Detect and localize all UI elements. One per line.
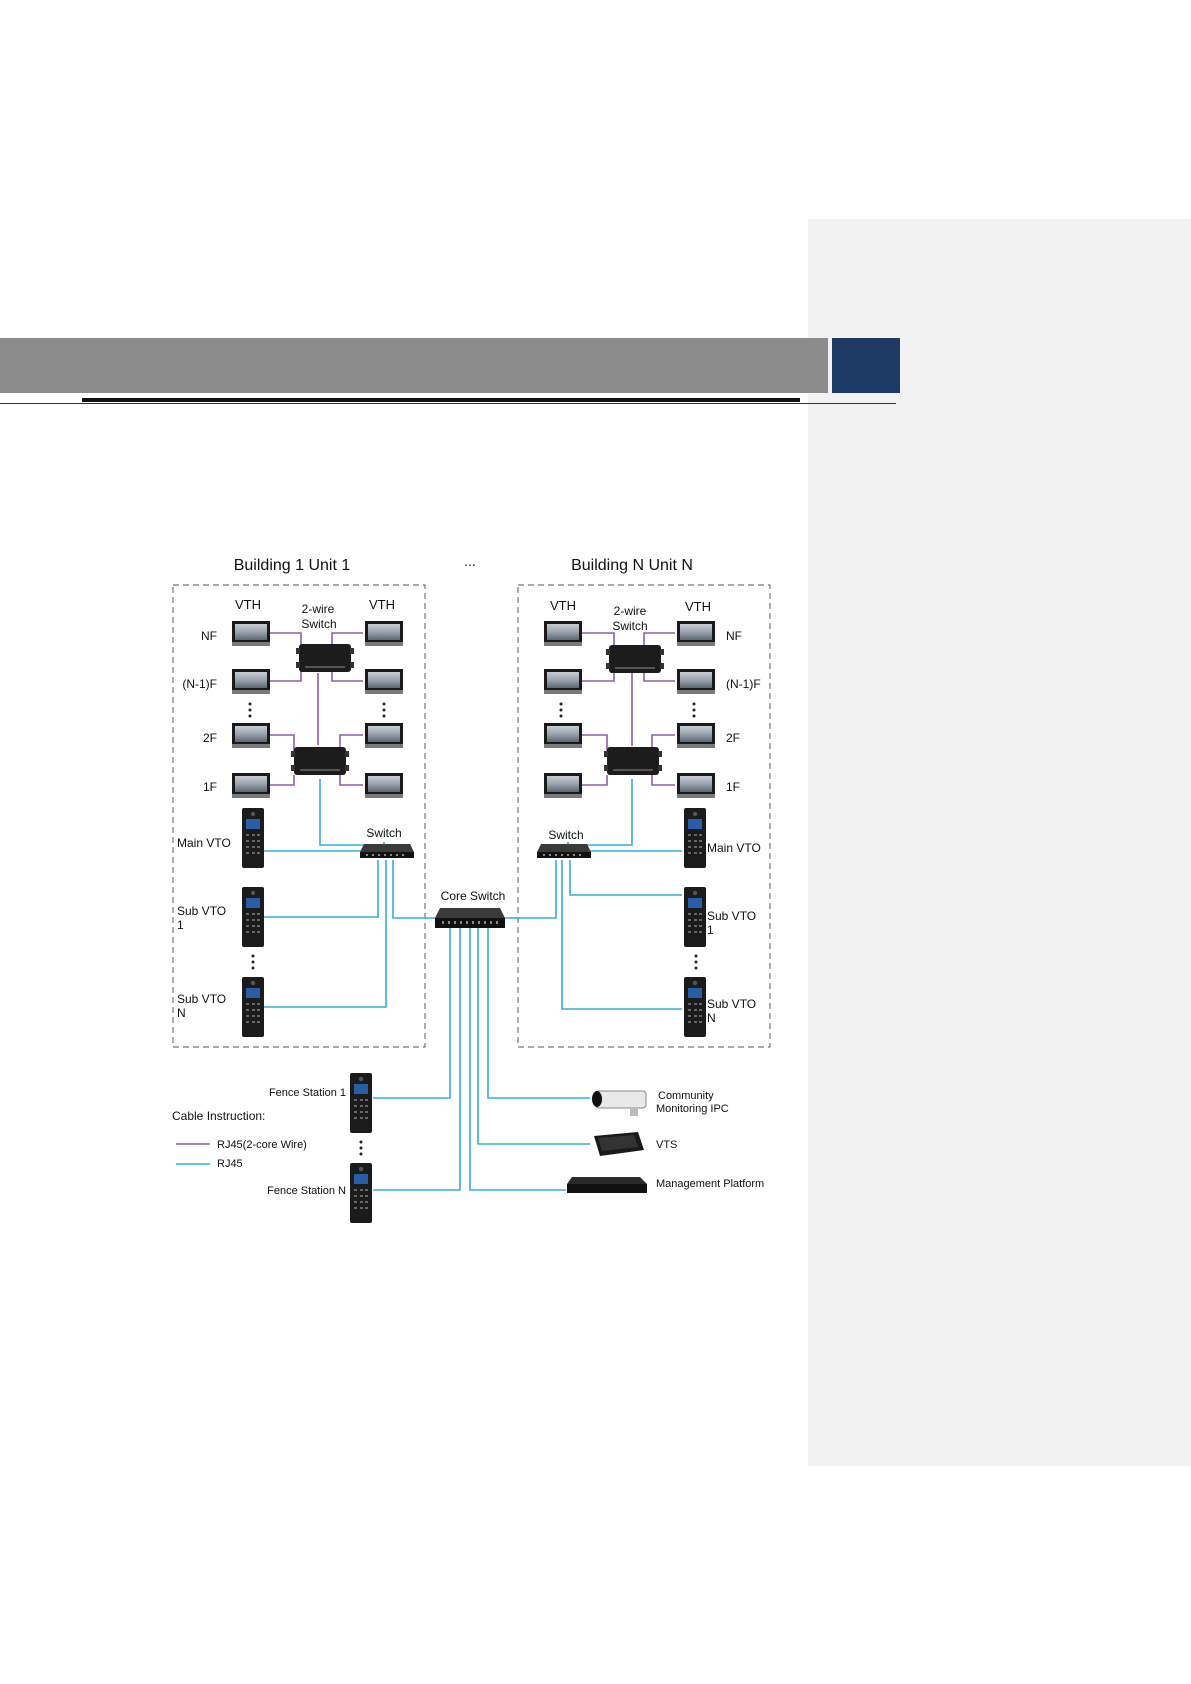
two-core-wiring — [270, 632, 675, 786]
vth-b1-2f-right — [365, 723, 403, 748]
sub-vto-n-label-b1-line2: N — [177, 1006, 186, 1020]
main-vto-label-b1: Main VTO — [177, 836, 231, 850]
fence-station-1 — [350, 1073, 372, 1133]
building-n-frame — [517, 584, 771, 1048]
sub-vto-1-label-bn-line2: 1 — [707, 923, 714, 937]
vth-b1-n1f-left — [232, 669, 270, 694]
legend-label-two-core: RJ45(2-core Wire) — [217, 1139, 307, 1151]
two-wire-switch-bn-top — [606, 645, 664, 673]
floor-label-b1-nf: NF — [201, 629, 217, 643]
vth-bn-2f-left — [544, 723, 582, 748]
ipc-label-line1: Community — [658, 1090, 714, 1102]
vth-b1-nf-right — [365, 621, 403, 646]
two-wire-switch-b1-top — [296, 644, 354, 672]
side-panel — [808, 219, 1191, 1466]
floor-label-bn-2f: 2F — [726, 731, 740, 745]
fence-station-n-label: Fence Station N — [267, 1185, 346, 1197]
header-rule-thick — [82, 398, 800, 402]
ellipsis-dots — [248, 702, 698, 1156]
ipc-label-line2: Monitoring IPC — [656, 1103, 729, 1115]
sub-vto-n-b1 — [242, 977, 264, 1037]
two-wire-label-bn-line1: 2-wire — [614, 604, 647, 618]
fence-station-1-label: Fence Station 1 — [269, 1087, 346, 1099]
sub-vto-n-label-bn-line2: N — [707, 1011, 716, 1025]
sub-vto-1-label-b1-line1: Sub VTO — [177, 904, 226, 918]
between-buildings-ellipsis: ... — [464, 553, 476, 569]
ipc-camera-icon — [592, 1090, 647, 1116]
header-rule-thin — [0, 403, 896, 404]
vth-bn-n1f-right — [677, 669, 715, 694]
header-bar — [0, 338, 828, 393]
vts-console-icon — [594, 1132, 644, 1156]
vth-b1-1f-right — [365, 773, 403, 798]
vth-b1-1f-left — [232, 773, 270, 798]
main-vto-bn — [684, 808, 706, 868]
vth-bn-1f-right — [677, 773, 715, 798]
management-platform-label: Management Platform — [656, 1178, 764, 1190]
sub-vto-1-b1 — [242, 887, 264, 947]
sub-vto-n-label-b1-line1: Sub VTO — [177, 992, 226, 1006]
main-vto-label-bn: Main VTO — [707, 841, 761, 855]
vth-bn-n1f-left — [544, 669, 582, 694]
floor-label-bn-1f: 1F — [726, 780, 740, 794]
vth-label-bn-right: VTH — [685, 599, 711, 614]
floor-label-b1-1f: 1F — [203, 780, 217, 794]
vth-label-b1-left: VTH — [235, 597, 261, 612]
floor-label-bn-n1f: (N-1)F — [726, 677, 761, 691]
vth-b1-n1f-right — [365, 669, 403, 694]
switch-bn — [537, 844, 591, 858]
header-accent-block — [832, 338, 900, 393]
core-switch-label: Core Switch — [441, 889, 506, 903]
sub-vto-n-bn — [684, 977, 706, 1037]
building-n-title: Building N Unit N — [571, 557, 693, 574]
two-wire-switch-bn-bottom — [604, 747, 662, 775]
building-1-title: Building 1 Unit 1 — [234, 557, 351, 574]
building-1-frame — [172, 584, 426, 1048]
floor-label-b1-2f: 2F — [203, 731, 217, 745]
legend-title: Cable Instruction: — [172, 1109, 265, 1123]
floor-label-b1-n1f: (N-1)F — [182, 677, 217, 691]
switch-label-b1: Switch — [366, 826, 401, 840]
two-wire-label-b1-line2: Switch — [301, 617, 336, 631]
fence-station-n — [350, 1163, 372, 1223]
two-wire-label-bn-line2: Switch — [612, 619, 647, 633]
core-switch — [435, 908, 505, 928]
sub-vto-1-bn — [684, 887, 706, 947]
vth-bn-nf-right — [677, 621, 715, 646]
switch-label-bn: Switch — [548, 828, 583, 842]
legend-label-rj45: RJ45 — [217, 1158, 243, 1170]
floor-label-bn-nf: NF — [726, 629, 742, 643]
vth-label-b1-right: VTH — [369, 597, 395, 612]
cable-legend: Cable Instruction: RJ45(2-core Wire) RJ4… — [172, 1109, 307, 1170]
vth-label-bn-left: VTH — [550, 598, 576, 613]
sub-vto-n-label-bn-line1: Sub VTO — [707, 997, 756, 1011]
vth-b1-nf-left — [232, 621, 270, 646]
main-vto-b1 — [242, 808, 264, 868]
sub-vto-1-label-bn-line1: Sub VTO — [707, 909, 756, 923]
sub-vto-1-label-b1-line2: 1 — [177, 918, 184, 932]
management-platform-icon — [567, 1177, 647, 1193]
vth-bn-nf-left — [544, 621, 582, 646]
rj45-wiring — [264, 779, 682, 1191]
two-wire-label-b1-line1: 2-wire — [302, 602, 335, 616]
vth-bn-1f-left — [544, 773, 582, 798]
two-wire-switch-b1-bottom — [291, 747, 349, 775]
vth-b1-2f-left — [232, 723, 270, 748]
vth-bn-2f-right — [677, 723, 715, 748]
switch-b1 — [360, 844, 414, 858]
vts-label: VTS — [656, 1139, 677, 1151]
